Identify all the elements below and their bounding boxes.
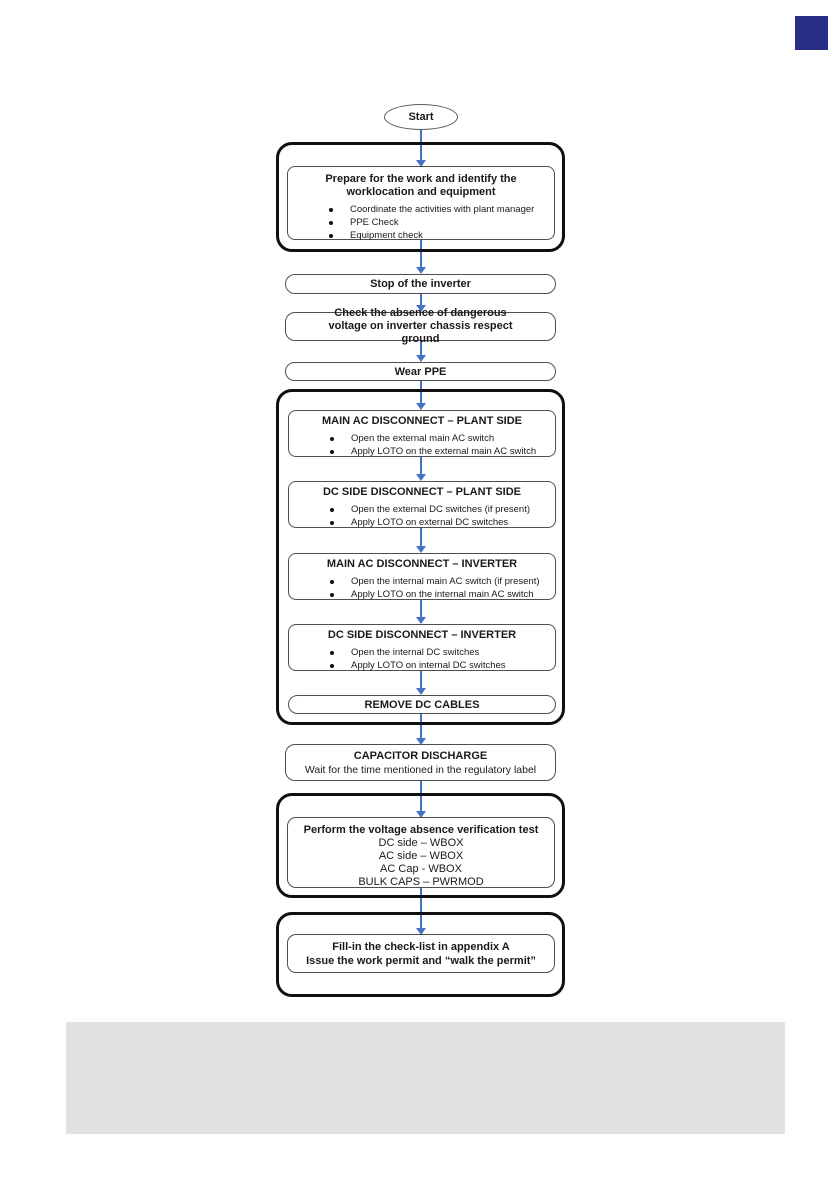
- node-main-ac-disconnect-inverter: MAIN AC DISCONNECT – INVERTER Open the i…: [288, 553, 556, 600]
- node-subtitle: Wait for the time mentioned in the regul…: [304, 764, 537, 776]
- node-stop-inverter: Stop of the inverter: [285, 274, 556, 294]
- list-item: Equipment check: [288, 229, 554, 242]
- bullet-dot: [329, 207, 333, 212]
- group-disconnect-sequence: [276, 389, 565, 725]
- bullet-text: Apply LOTO on the internal main AC switc…: [351, 589, 534, 600]
- bullet-text: Equipment check: [350, 230, 423, 241]
- node-title: DC SIDE DISCONNECT – INVERTER: [327, 629, 517, 641]
- test-line: AC Cap - WBOX: [380, 863, 462, 875]
- bullet-dot: [330, 592, 334, 597]
- list-item: Apply LOTO on external DC switches: [289, 516, 555, 529]
- bullet-list: Open the external main AC switch Apply L…: [289, 432, 555, 458]
- flow-arrow: [415, 781, 427, 818]
- bullet-text: Coordinate the activities with plant man…: [350, 204, 535, 215]
- page-corner-marker: [795, 16, 828, 50]
- bullet-list: Open the external DC switches (if presen…: [289, 503, 555, 529]
- bullet-dot: [330, 449, 334, 454]
- bullet-list: Open the internal main AC switch (if pre…: [289, 575, 555, 601]
- node-voltage-absence-test: Perform the voltage absence verification…: [287, 817, 555, 888]
- flow-arrow: [415, 714, 427, 745]
- node-dc-side-disconnect-inverter: DC SIDE DISCONNECT – INVERTER Open the i…: [288, 624, 556, 671]
- list-item: Open the external main AC switch: [289, 432, 555, 445]
- flow-arrow: [415, 381, 427, 410]
- bullet-dot: [329, 220, 333, 225]
- node-check-voltage: Check the absence of dangerous voltage o…: [285, 307, 556, 345]
- test-line: DC side – WBOX: [378, 837, 464, 849]
- bullet-dot: [330, 663, 334, 668]
- node-title: MAIN AC DISCONNECT – PLANT SIDE: [321, 415, 523, 427]
- node-line: Issue the work permit and “walk the perm…: [306, 954, 536, 967]
- bullet-text: Open the external main AC switch: [351, 433, 495, 444]
- bullet-text: Apply LOTO on internal DC switches: [351, 660, 506, 671]
- bullet-list: Coordinate the activities with plant man…: [288, 203, 554, 242]
- list-item: Apply LOTO on the external main AC switc…: [289, 445, 555, 458]
- bullet-list: Open the internal DC switches Apply LOTO…: [289, 646, 555, 672]
- bullet-text: PPE Check: [350, 217, 399, 228]
- flow-arrow: [415, 528, 427, 553]
- list-item: Apply LOTO on internal DC switches: [289, 659, 555, 672]
- bullet-dot: [330, 650, 334, 655]
- node-wear-ppe: Wear PPE: [285, 362, 556, 381]
- bullet-dot: [330, 436, 334, 441]
- start-label: Start: [408, 111, 434, 123]
- bullet-text: Apply LOTO on external DC switches: [351, 517, 509, 528]
- node-label: Stop of the inverter: [370, 278, 471, 290]
- test-line: AC side – WBOX: [378, 850, 464, 862]
- group-work-permit: [276, 912, 565, 997]
- node-title: Perform the voltage absence verification…: [303, 824, 539, 836]
- group-verification: [276, 793, 565, 898]
- list-item: Apply LOTO on the internal main AC switc…: [289, 588, 555, 601]
- bullet-text: Open the external DC switches (if presen…: [351, 504, 530, 515]
- bullet-text: Apply LOTO on the external main AC switc…: [351, 446, 537, 457]
- list-item: Open the internal main AC switch (if pre…: [289, 575, 555, 588]
- list-item: PPE Check: [288, 216, 554, 229]
- flow-arrow: [415, 294, 427, 312]
- node-remove-dc-cables: REMOVE DC CABLES: [288, 695, 556, 714]
- node-line: Fill-in the check-list in appendix A: [332, 940, 510, 953]
- test-line: BULK CAPS – PWRMOD: [358, 876, 484, 888]
- node-prepare-work: Prepare for the work and identify the wo…: [287, 166, 555, 242]
- node-title: DC SIDE DISCONNECT – PLANT SIDE: [322, 486, 522, 498]
- list-item: Open the external DC switches (if presen…: [289, 503, 555, 516]
- node-title: CAPACITOR DISCHARGE: [353, 750, 488, 762]
- flow-arrow: [415, 130, 427, 167]
- group-preparation: [276, 142, 565, 252]
- flow-arrow: [415, 600, 427, 624]
- node-capacitor-discharge: CAPACITOR DISCHARGE Wait for the time me…: [285, 744, 556, 781]
- node-label: Wear PPE: [394, 365, 447, 378]
- flow-arrow: [415, 341, 427, 362]
- footer-placeholder-panel: [66, 1022, 785, 1134]
- node-label: Check the absence of dangerous voltage o…: [328, 307, 513, 345]
- flow-start-node: Start: [384, 104, 458, 130]
- bullet-text: Open the internal DC switches: [351, 647, 480, 658]
- node-title: Prepare for the work and identify the wo…: [325, 173, 517, 198]
- node-main-ac-disconnect-plant-side: MAIN AC DISCONNECT – PLANT SIDE Open the…: [288, 410, 556, 457]
- flow-arrow: [415, 240, 427, 274]
- bullet-dot: [330, 579, 334, 584]
- node-label: REMOVE DC CABLES: [364, 698, 480, 711]
- flow-arrow: [415, 671, 427, 695]
- node-checklist-permit: Fill-in the check-list in appendix A Iss…: [287, 934, 555, 973]
- flow-arrow: [415, 457, 427, 481]
- node-title: MAIN AC DISCONNECT – INVERTER: [326, 558, 518, 570]
- node-dc-side-disconnect-plant-side: DC SIDE DISCONNECT – PLANT SIDE Open the…: [288, 481, 556, 528]
- list-item: Coordinate the activities with plant man…: [288, 203, 554, 216]
- list-item: Open the internal DC switches: [289, 646, 555, 659]
- bullet-dot: [330, 520, 334, 525]
- bullet-text: Open the internal main AC switch (if pre…: [351, 576, 540, 587]
- flow-arrow: [415, 888, 427, 935]
- bullet-dot: [329, 233, 333, 238]
- bullet-dot: [330, 507, 334, 512]
